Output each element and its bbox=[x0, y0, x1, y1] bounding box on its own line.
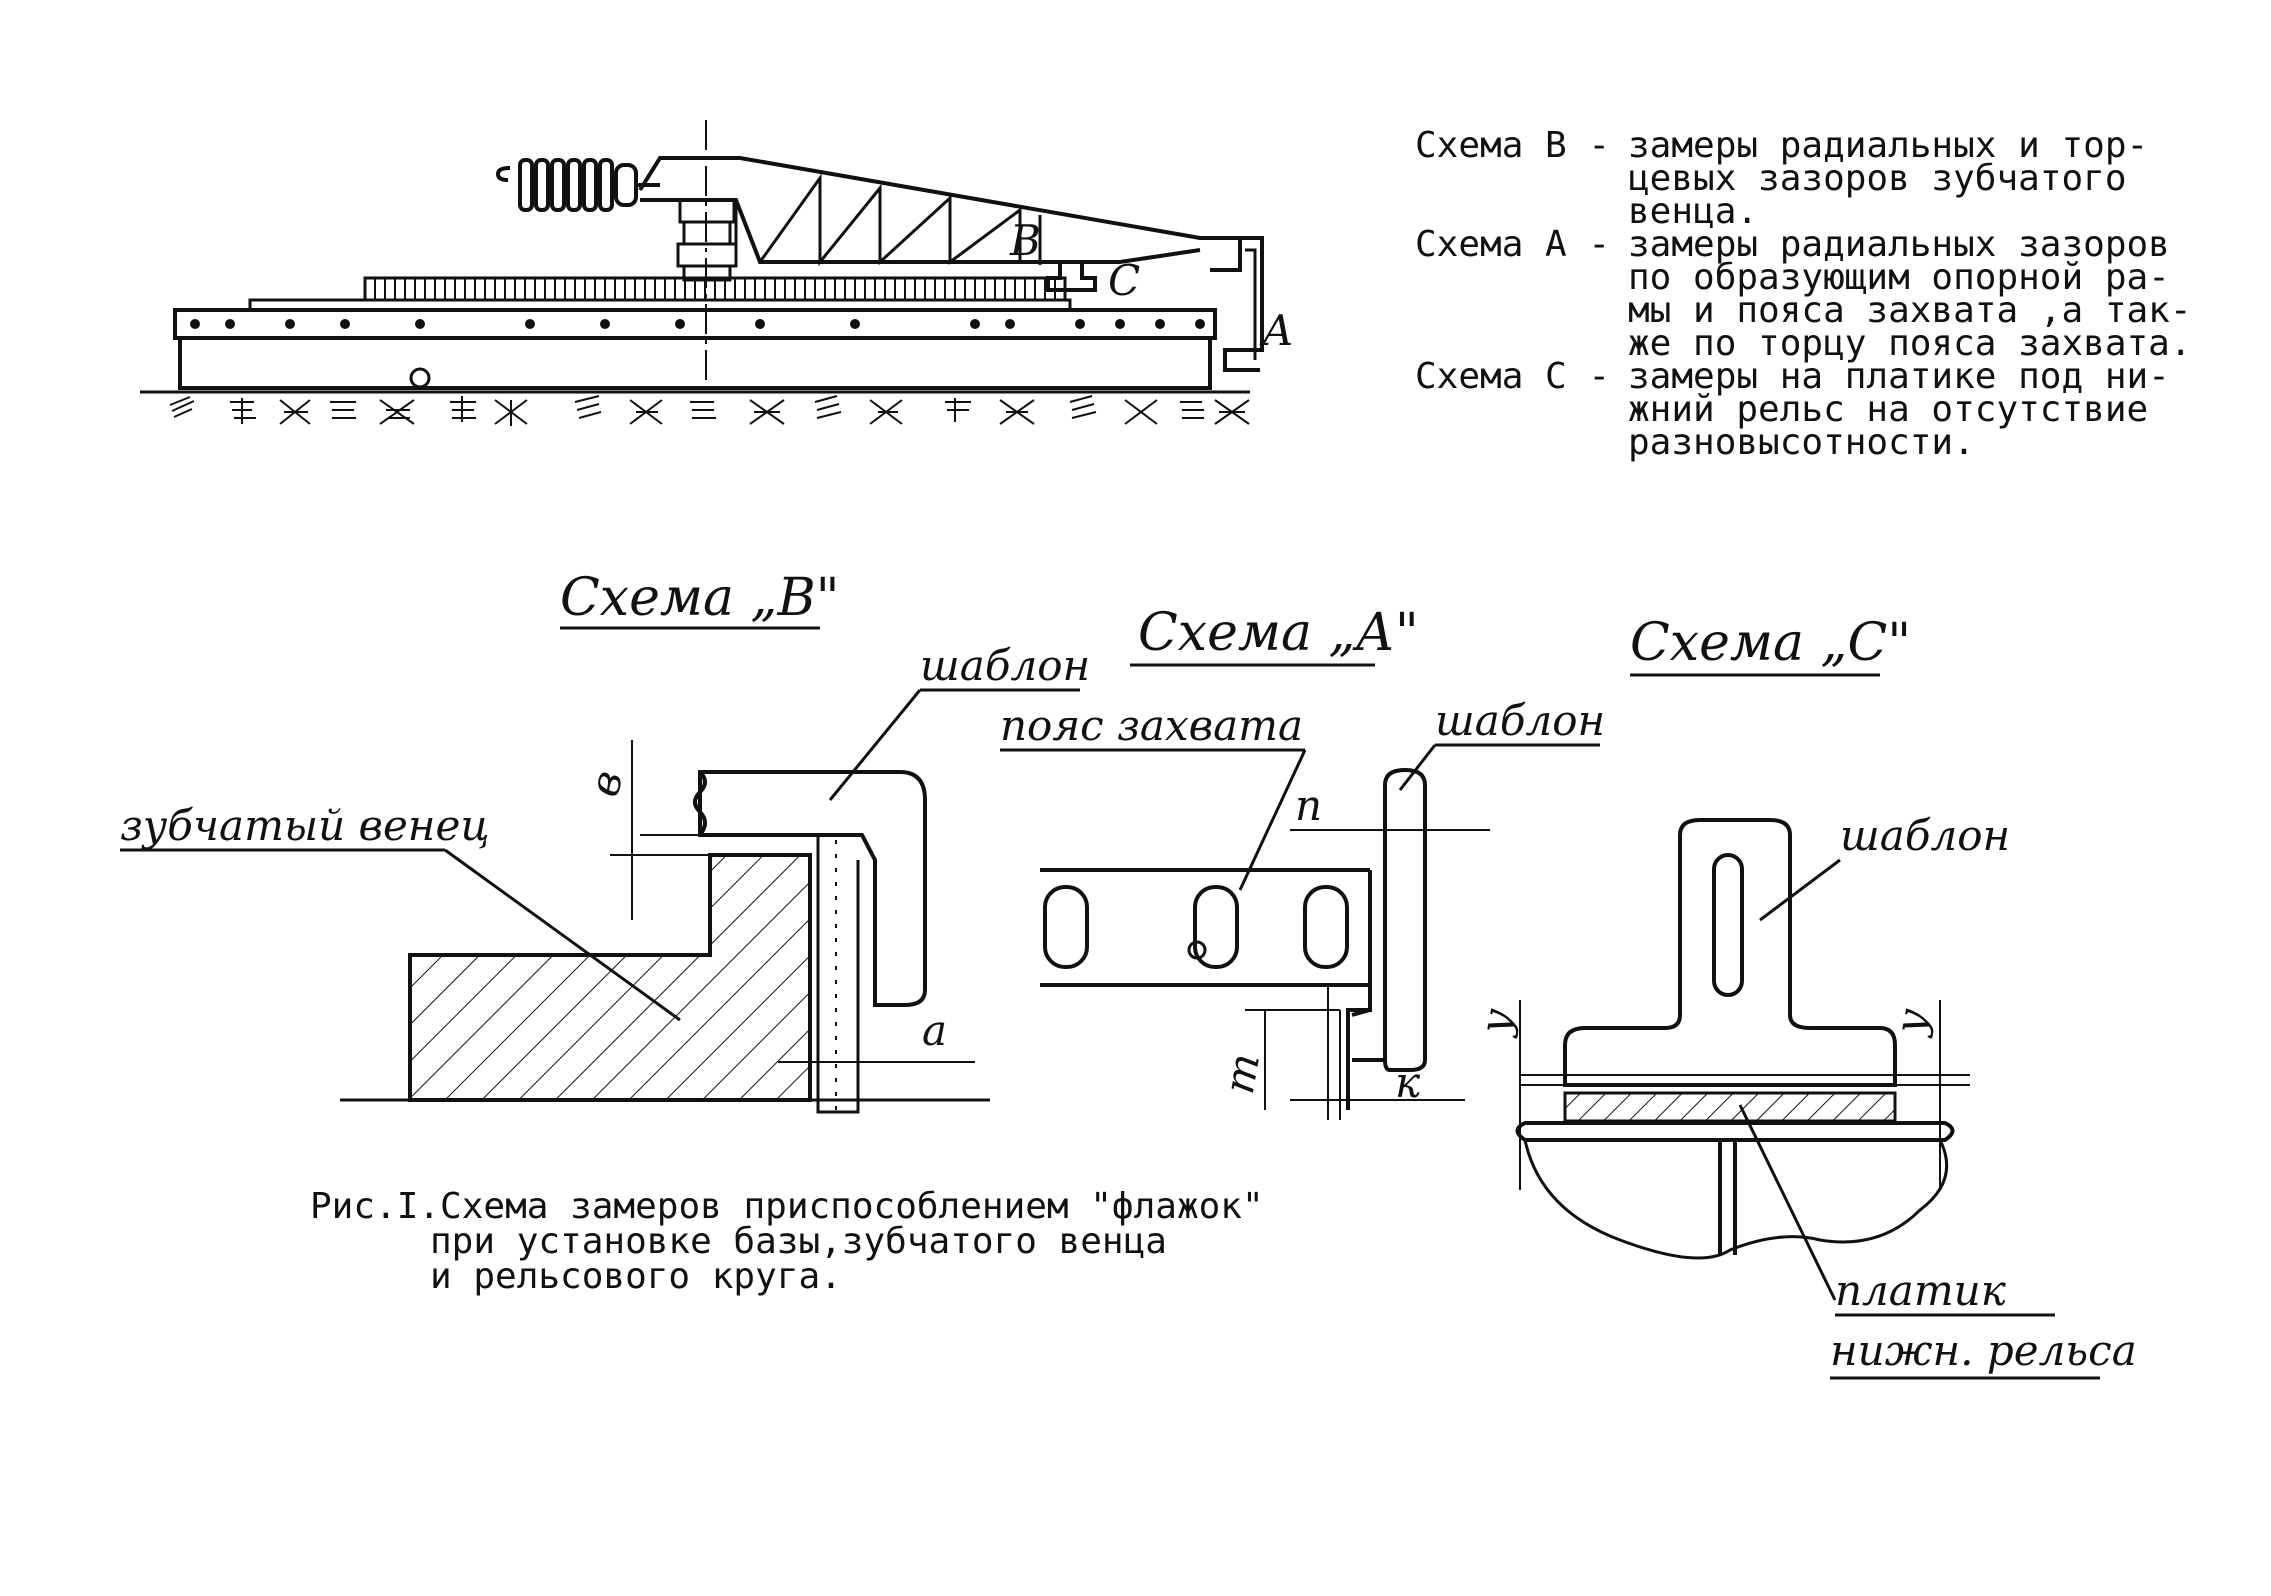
scheme-c-pad-label-2: нижн. рельса bbox=[1830, 1326, 2137, 1375]
gear-ring-section bbox=[408, 853, 812, 1102]
scheme-a-belt-label: пояс захвата bbox=[1000, 701, 1303, 750]
overview-drawing: В С А bbox=[140, 120, 1294, 426]
scheme-c-pad-leader bbox=[1738, 1104, 1837, 1301]
scheme-b-template bbox=[698, 770, 927, 1007]
legend-a-label: Схема А - bbox=[1415, 224, 1610, 265]
scheme-a-template bbox=[1383, 767, 1427, 1072]
ground-hatching bbox=[169, 395, 1250, 426]
scheme-a-dim-k: к bbox=[1395, 1058, 1421, 1107]
scheme-b-dim-a: а bbox=[922, 1006, 947, 1055]
base-holes bbox=[190, 319, 1205, 329]
legend-a-line-4: же по торцу пояса захвата. bbox=[1628, 323, 2192, 364]
caption-line-2: при установке базы,зубчатого венца bbox=[430, 1221, 1167, 1262]
legend-b-line-2: цевых зазоров зубчатого bbox=[1628, 158, 2127, 199]
legend-a-line-1: замеры радиальных зазоров bbox=[1628, 224, 2170, 265]
scheme-c-rail-body bbox=[1523, 1139, 1949, 1260]
scheme-b: Схема „В" шаблон зубчатый венец в а bbox=[120, 568, 1090, 1114]
legend-b-line-3: венца. bbox=[1628, 191, 1758, 232]
legend-c-label: Схема С - bbox=[1415, 356, 1610, 397]
caption-line-1: Рис.I.Схема замеров приспособлением "фла… bbox=[310, 1186, 1264, 1227]
scheme-c-slot bbox=[1712, 853, 1744, 997]
legend-b-line-1: замеры радиальных и тор- bbox=[1628, 125, 2148, 166]
overview-label-a: А bbox=[1259, 306, 1294, 355]
scheme-a: Схема „А" пояс захвата шаблон п т к bbox=[1000, 603, 1605, 1120]
caption-line-3: и рельсового круга. bbox=[430, 1256, 842, 1297]
scheme-b-dim-b: в bbox=[579, 765, 633, 801]
overview-label-c: С bbox=[1108, 256, 1140, 305]
scheme-c-dim-y-left: у bbox=[1469, 1004, 1522, 1039]
scheme-c-pad bbox=[1563, 1091, 1897, 1123]
scheme-c-pad-label-1: платик bbox=[1835, 1266, 2007, 1315]
scheme-a-dim-n: п bbox=[1295, 781, 1322, 830]
scheme-a-template-leader bbox=[1398, 744, 1437, 791]
gear-teeth bbox=[374, 278, 1056, 300]
scheme-b-template-leader bbox=[828, 689, 922, 801]
scheme-a-template-label: шаблон bbox=[1435, 696, 1605, 745]
legend-c-line-1: замеры на платике под ни- bbox=[1628, 356, 2170, 397]
legend-a-line-3: мы и пояса захвата ,а так- bbox=[1628, 290, 2192, 331]
scheme-b-title: Схема „В" bbox=[560, 568, 840, 628]
scheme-c: Схема „С" шаблон у у платик нижн. рельса bbox=[1469, 613, 2137, 1380]
scheme-c-template-label: шаблон bbox=[1840, 811, 2010, 860]
legend-c-line-2: жний рельс на отсутствие bbox=[1628, 389, 2148, 430]
scheme-c-rail-plate bbox=[1515, 1121, 1955, 1142]
legend-b-label: Схема В - bbox=[1415, 125, 1610, 166]
scheme-a-title: Схема „А" bbox=[1138, 603, 1419, 663]
figure-caption: Рис.I.Схема замеров приспособлением "фла… bbox=[310, 1186, 1264, 1297]
legend: Схема В - замеры радиальных и тор- цевых… bbox=[1415, 125, 2192, 463]
scheme-b-gear-label: зубчатый венец bbox=[120, 801, 490, 850]
legend-a-line-2: по образующим опорной ра- bbox=[1628, 257, 2170, 298]
scheme-a-belt-leader bbox=[1238, 749, 1307, 891]
bottom-hole bbox=[409, 367, 431, 389]
overview-label-b: В bbox=[1009, 216, 1041, 265]
scheme-c-template bbox=[1563, 818, 1897, 1087]
legend-c-line-3: разновысотности. bbox=[1628, 422, 1975, 463]
rail-stub bbox=[1046, 262, 1097, 292]
scheme-a-dim-m: т bbox=[1214, 1050, 1269, 1098]
scheme-b-template-label: шаблон bbox=[920, 641, 1090, 690]
truss-arm bbox=[638, 156, 1264, 372]
scheme-c-title: Схема „С" bbox=[1630, 613, 1911, 673]
spring-weight bbox=[495, 158, 660, 212]
scheme-c-template-leader bbox=[1759, 858, 1841, 922]
